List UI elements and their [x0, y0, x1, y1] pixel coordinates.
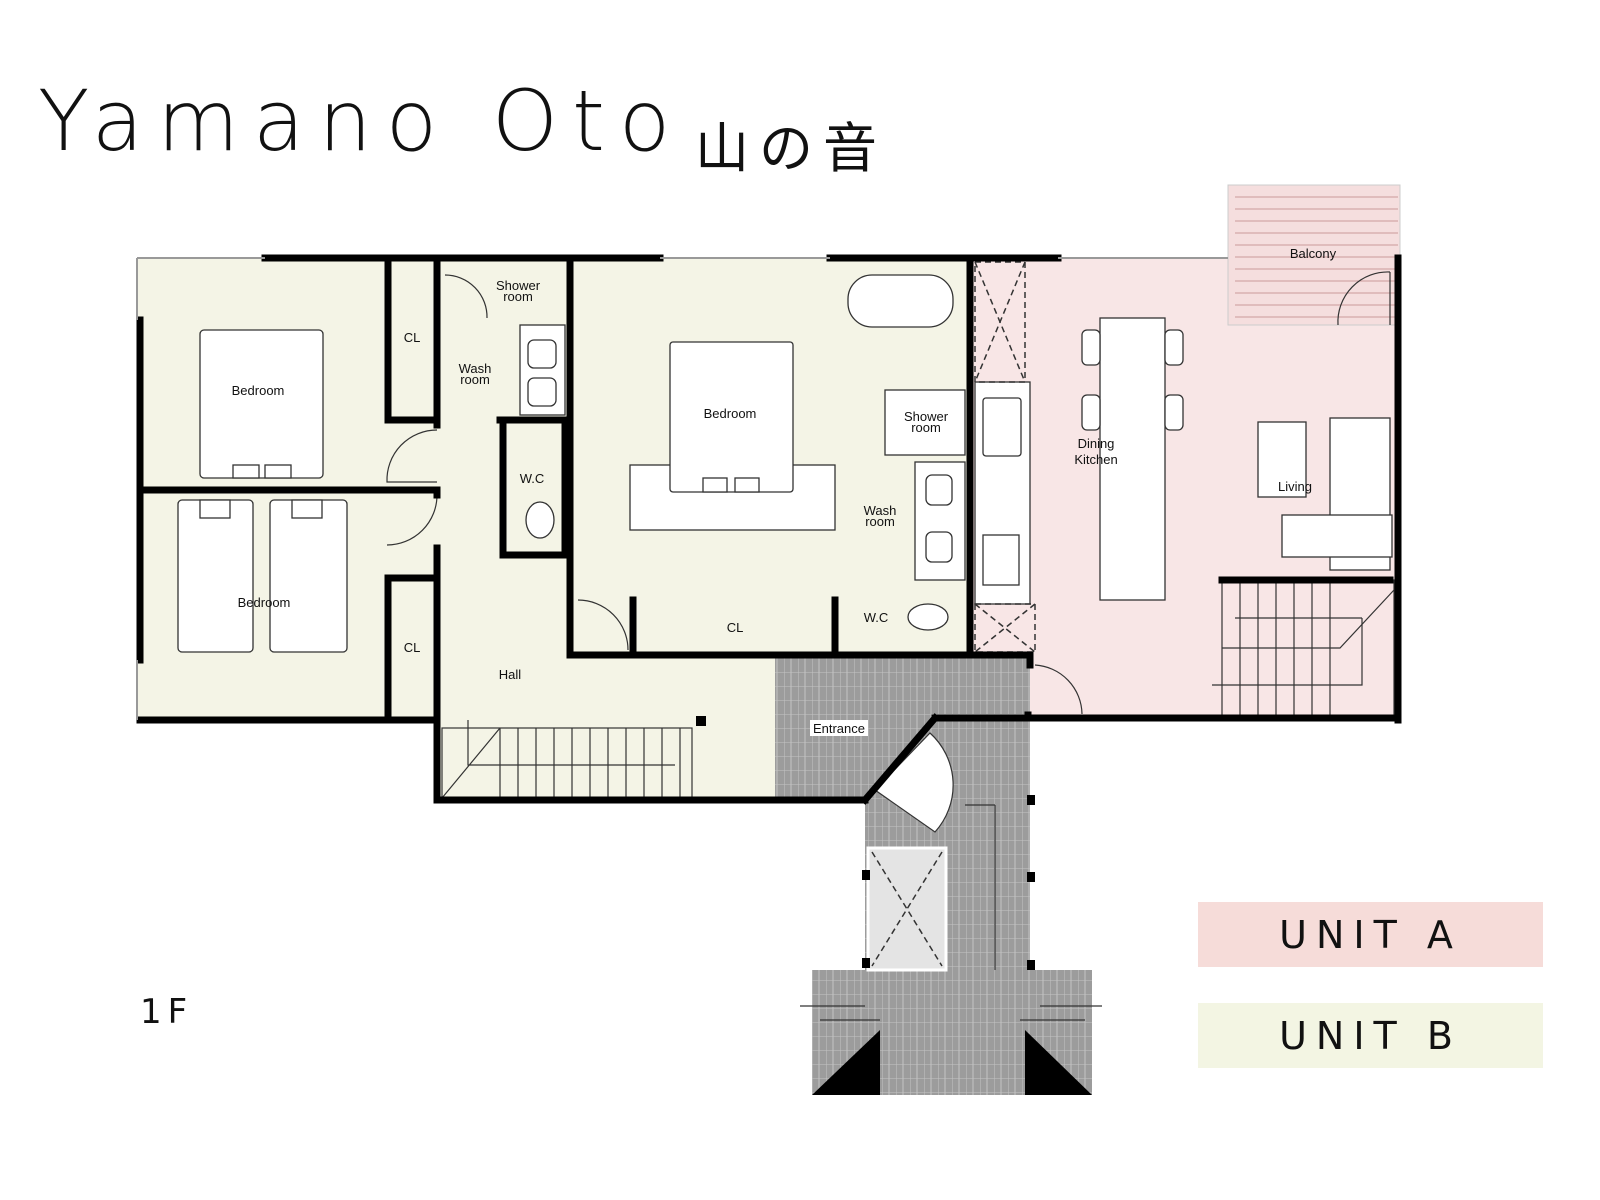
label-wash-2: Wash	[864, 503, 897, 518]
label-bedroom-2: Bedroom	[238, 595, 291, 610]
toilet	[907, 603, 949, 631]
label-wc-1: W.C	[520, 471, 545, 486]
stove	[982, 534, 1020, 586]
bathtub	[847, 274, 954, 328]
label-shower-2-b: room	[911, 420, 941, 435]
label-kitchen: Kitchen	[1074, 452, 1117, 467]
balcony	[1227, 184, 1401, 326]
plan-title-japanese: 山の音	[695, 117, 887, 180]
coffee-table	[1257, 421, 1307, 498]
entrance-tiles	[775, 655, 1102, 1095]
label-wc-2: W.C	[864, 610, 889, 625]
entry-step-left	[812, 1030, 880, 1095]
furniture	[177, 261, 1395, 799]
label-closet-3: CL	[727, 620, 744, 635]
label-bedroom-1: Bedroom	[232, 383, 285, 398]
stairs-hall	[441, 720, 693, 799]
dining-table	[1099, 317, 1166, 601]
sink	[982, 397, 1022, 457]
toilet	[525, 501, 555, 539]
label-wash-1: Wash	[459, 361, 492, 376]
bed	[199, 329, 324, 479]
entry-step-right	[1025, 1030, 1092, 1095]
legend-unit-a: UNIT A	[1198, 902, 1543, 967]
label-bedroom-3: Bedroom	[704, 406, 757, 421]
label-dining: Dining	[1078, 436, 1115, 451]
bed	[269, 499, 348, 653]
label-closet-2: CL	[404, 640, 421, 655]
label-shower-1: Shower	[496, 278, 541, 293]
walls	[136, 254, 1402, 970]
label-wash-1-b: room	[460, 372, 490, 387]
plan-title: Yamano Oto	[38, 72, 685, 170]
label-shower-1-b: room	[503, 289, 533, 304]
room-labels: Bedroom Bedroom Bedroom CL CL CL Shower …	[232, 246, 1337, 736]
label-closet-1: CL	[404, 330, 421, 345]
floor-label: 1F	[140, 992, 194, 1032]
label-hall: Hall	[499, 667, 522, 682]
label-wash-2-b: room	[865, 514, 895, 529]
unit-a-area	[970, 258, 1398, 718]
doors	[386, 274, 1083, 833]
label-living: Living	[1278, 479, 1312, 494]
bed	[177, 499, 254, 653]
bed	[669, 341, 794, 493]
legend-unit-b: UNIT B	[1198, 1003, 1543, 1068]
label-entrance: Entrance	[813, 721, 865, 736]
label-balcony: Balcony	[1290, 246, 1337, 261]
label-shower-2: Shower	[904, 409, 949, 424]
